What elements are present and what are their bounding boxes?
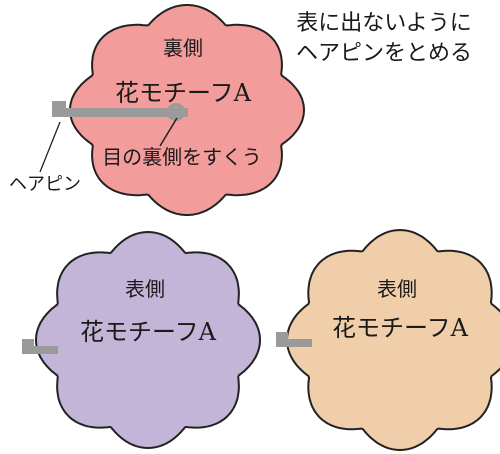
flower-bottom-left-shape bbox=[34, 230, 262, 450]
flower-bottom-left-side-label: 表側 bbox=[125, 277, 165, 301]
flower-bottom-right-shape bbox=[285, 228, 500, 452]
hairpin-label-leader bbox=[39, 121, 61, 173]
flower-bottom-right-motif-label: 花モチーフA bbox=[332, 314, 469, 342]
note-line-1: 表に出ないように bbox=[296, 11, 472, 36]
hairpin-label: ヘアピン bbox=[9, 174, 81, 195]
hairpin-bottom-right bbox=[276, 332, 312, 347]
flower-top-motif-label: 花モチーフA bbox=[115, 79, 252, 107]
flower-bottom-right: 表側 花モチーフA bbox=[276, 228, 500, 452]
flower-top: 裏側 花モチーフA 目の裏側をすくう bbox=[52, 4, 306, 216]
callout-leader-line bbox=[159, 117, 178, 147]
hairpin-bottom-left bbox=[22, 339, 58, 354]
note-line-2: ヘアピンをとめる bbox=[296, 41, 472, 66]
flower-bottom-right-side-label: 表側 bbox=[377, 277, 417, 301]
flower-top-side-label: 裏側 bbox=[163, 36, 203, 60]
flower-bottom-left: 表側 花モチーフA bbox=[22, 230, 262, 450]
flower-bottom-left-motif-label: 花モチーフA bbox=[80, 318, 217, 346]
callout-text: 目の裏側をすくう bbox=[102, 145, 262, 169]
